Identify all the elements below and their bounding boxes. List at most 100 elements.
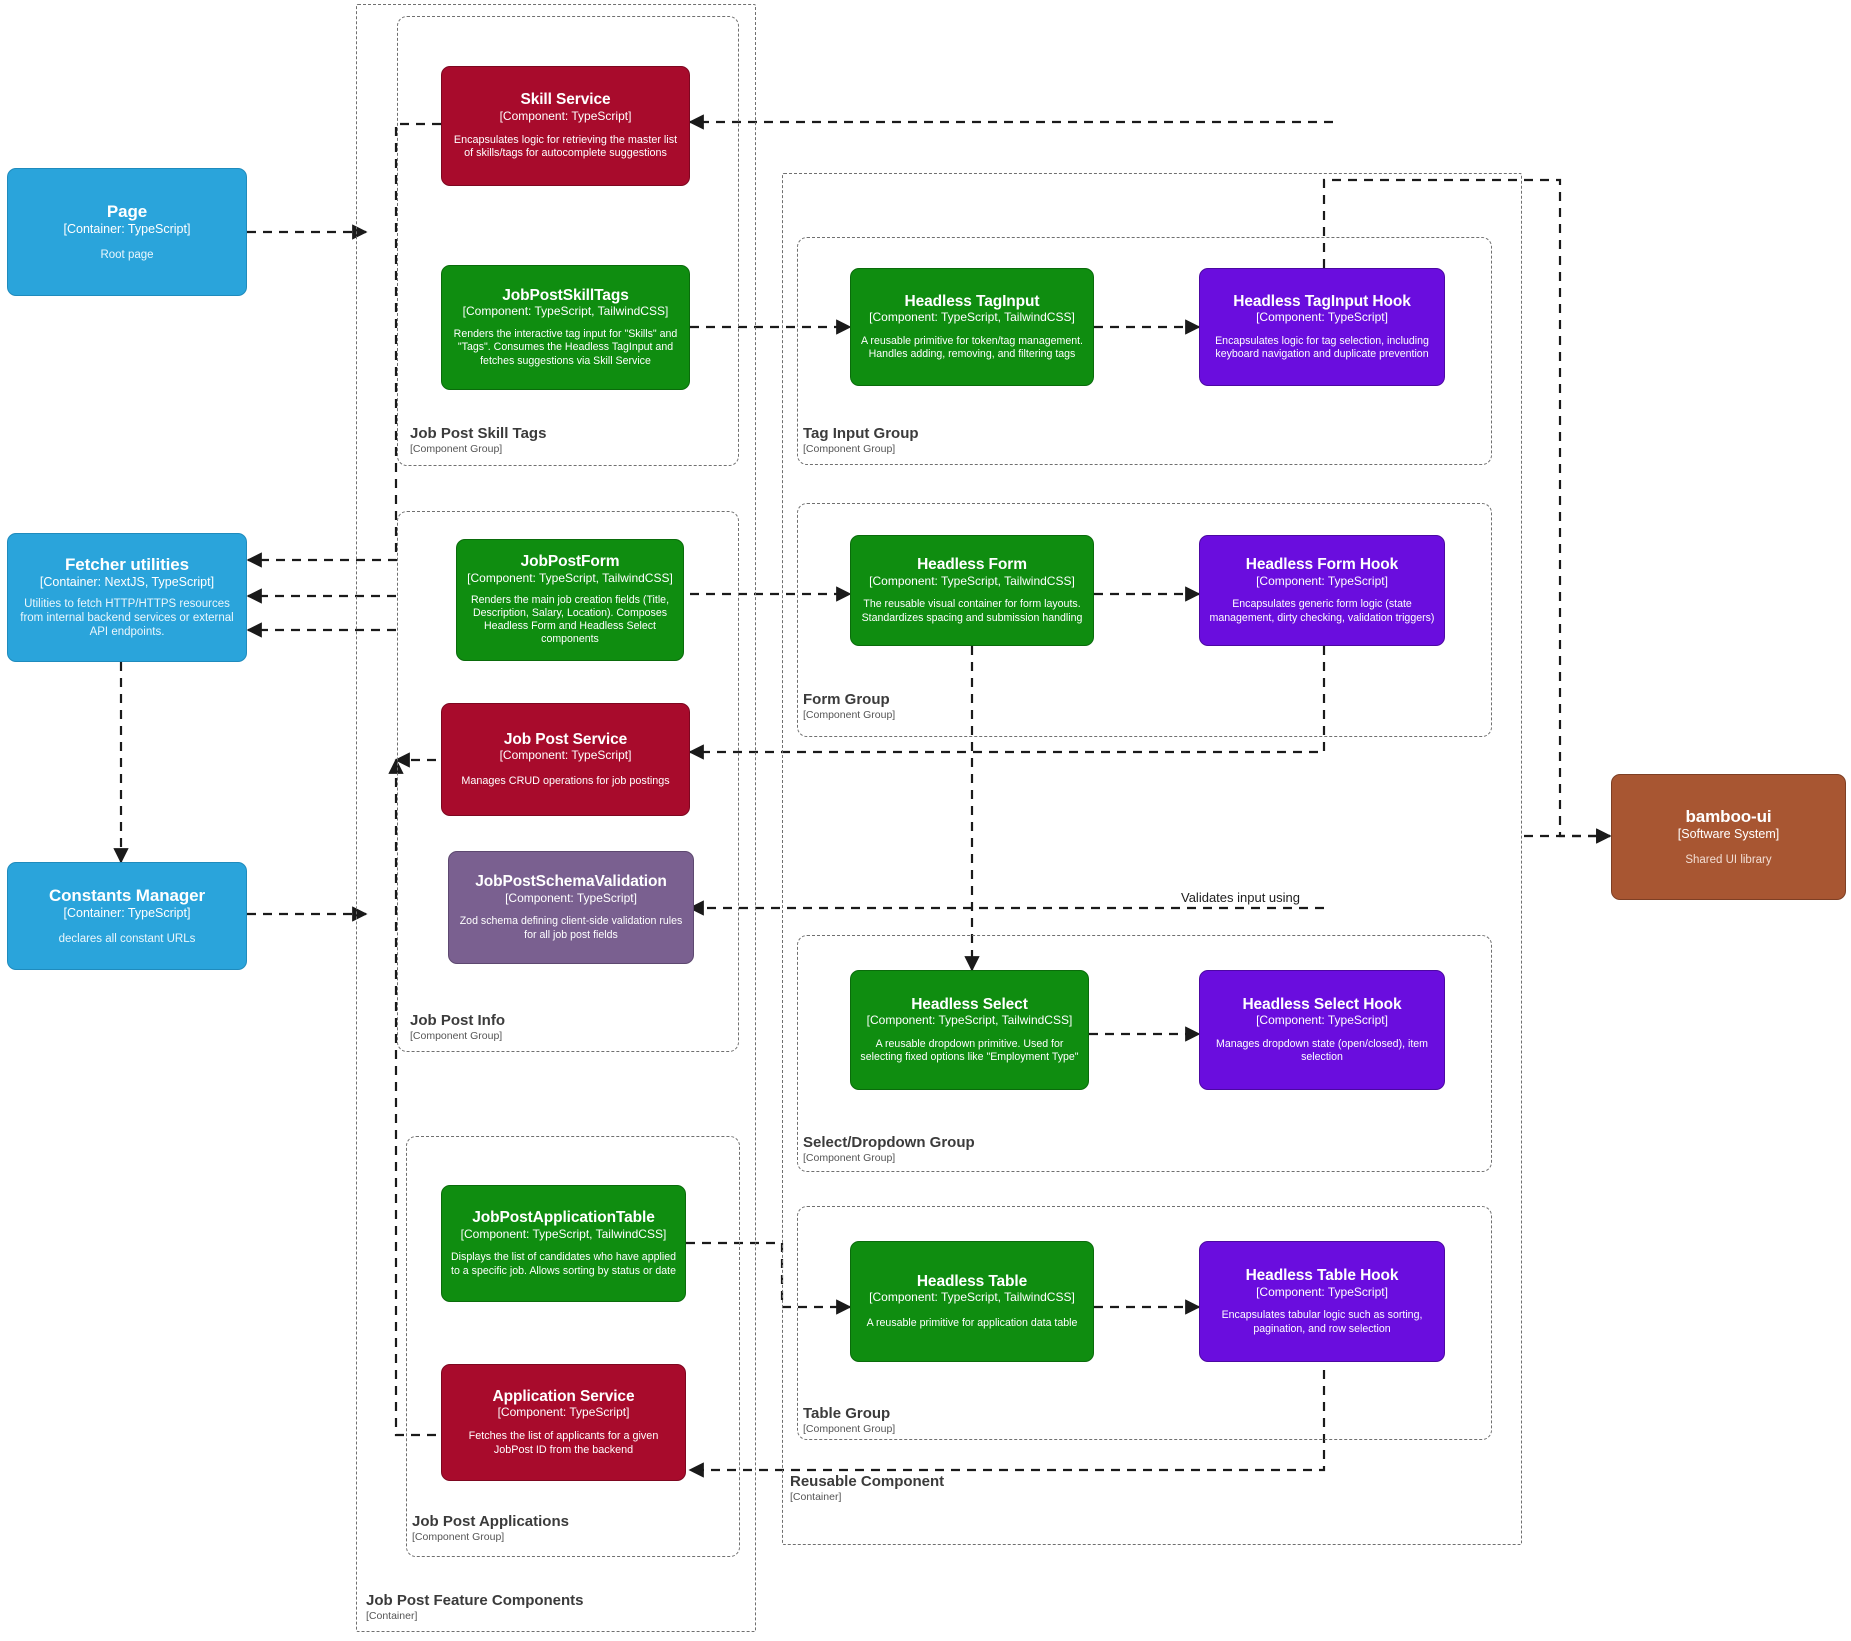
node-title: Headless TagInput Hook [1233, 292, 1411, 310]
node-headless-select[interactable]: Headless Select [Component: TypeScript, … [850, 970, 1089, 1090]
node-tech: [Component: TypeScript] [505, 890, 637, 905]
boundary-type: [Component Group] [410, 1030, 503, 1043]
node-desc: A reusable primitive for application dat… [866, 1316, 1078, 1329]
node-title: Page [106, 201, 148, 221]
boundary-table-group [797, 1206, 1492, 1440]
node-headless-form[interactable]: Headless Form [Component: TypeScript, Ta… [850, 535, 1094, 646]
boundary-name: Job Post Skill Tags [410, 425, 547, 442]
node-headless-taginput[interactable]: Headless TagInput [Component: TypeScript… [850, 268, 1094, 386]
boundary-type: [Component Group] [803, 1152, 896, 1165]
node-headless-table-hook[interactable]: Headless Table Hook [Component: TypeScri… [1199, 1241, 1445, 1362]
node-desc: Encapsulates tabular logic such as sorti… [1221, 1309, 1423, 1335]
node-title: Fetcher utilities [65, 555, 189, 575]
node-desc: Displays the list of candidates who have… [451, 1251, 676, 1277]
node-desc: Zod schema defining client-side validati… [459, 915, 683, 941]
node-skill-service[interactable]: Skill Service [Component: TypeScript] En… [441, 66, 690, 186]
boundary-label-table-group: Table Group [Component Group] [803, 1405, 895, 1436]
node-tech: [Container: NextJS, TypeScript] [39, 575, 215, 590]
node-desc: Utilities to fetch HTTP/HTTPS resources … [20, 597, 234, 639]
node-desc: The reusable visual container for form l… [861, 598, 1083, 624]
node-job-post-application-table[interactable]: JobPostApplicationTable [Component: Type… [441, 1185, 686, 1302]
boundary-label-job-post-feature-components: Job Post Feature Components [Container] [366, 1592, 584, 1623]
boundary-label-select-dropdown-group: Select/Dropdown Group [Component Group] [803, 1134, 975, 1165]
node-tech: [Component: TypeScript, TailwindCSS] [462, 304, 669, 319]
boundary-form-group [797, 503, 1492, 737]
node-job-post-form[interactable]: JobPostForm [Component: TypeScript, Tail… [456, 539, 684, 661]
node-tech: [Component: TypeScript] [497, 1405, 630, 1420]
boundary-label-job-post-applications: Job Post Applications [Component Group] [412, 1513, 569, 1544]
node-headless-taginput-hook[interactable]: Headless TagInput Hook [Component: TypeS… [1199, 268, 1445, 386]
node-desc: Manages dropdown state (open/closed), it… [1216, 1037, 1428, 1064]
boundary-name: Table Group [803, 1405, 891, 1422]
node-page[interactable]: Page [Container: TypeScript] Root page [7, 168, 247, 296]
node-job-post-schema-validation[interactable]: JobPostSchemaValidation [Component: Type… [448, 851, 694, 964]
boundary-label-job-post-skill-tags: Job Post Skill Tags [Component Group] [410, 425, 546, 456]
node-tech: [Component: TypeScript, TailwindCSS] [869, 573, 1075, 588]
node-desc: Root page [100, 249, 154, 262]
node-title: JobPostSkillTags [502, 287, 629, 305]
node-tech: [Software System] [1677, 826, 1780, 841]
node-bamboo-ui[interactable]: bamboo-ui [Software System] Shared UI li… [1611, 774, 1846, 900]
boundary-type: [Component Group] [803, 443, 896, 456]
boundary-label-job-post-info: Job Post Info [Component Group] [410, 1012, 505, 1043]
boundary-name: Job Post Applications [412, 1513, 569, 1530]
node-desc: Renders the main job creation fields (Ti… [470, 593, 670, 646]
node-tech: [Component: TypeScript, TailwindCSS] [869, 310, 1075, 325]
node-tech: [Component: TypeScript] [1256, 310, 1388, 325]
node-headless-select-hook[interactable]: Headless Select Hook [Component: TypeScr… [1199, 970, 1445, 1090]
node-desc: A reusable primitive for token/tag manag… [861, 334, 1083, 361]
node-title: Application Service [492, 1387, 635, 1405]
node-desc: A reusable dropdown primitive. Used for … [860, 1037, 1079, 1064]
edge-label-validates-input-using: Validates input using [1178, 890, 1304, 905]
node-title: JobPostApplicationTable [472, 1209, 655, 1227]
boundary-label-tag-input-group: Tag Input Group [Component Group] [803, 425, 919, 456]
boundary-type: [Component Group] [803, 709, 896, 722]
node-title: Job Post Service [503, 730, 628, 748]
boundary-label-reusable-component: Reusable Component [Container] [790, 1473, 944, 1504]
node-tech: [Component: TypeScript] [1256, 1284, 1388, 1299]
boundary-tag-input-group [797, 237, 1492, 465]
node-title: Headless Select Hook [1242, 995, 1402, 1013]
node-headless-table[interactable]: Headless Table [Component: TypeScript, T… [850, 1241, 1094, 1362]
boundary-type: [Component Group] [803, 1423, 896, 1436]
node-tech: [Component: TypeScript] [1256, 573, 1388, 588]
node-title: Headless Form [917, 556, 1027, 574]
node-title: JobPostSchemaValidation [475, 873, 667, 891]
node-title: Headless Select [911, 995, 1028, 1013]
boundary-name: Job Post Info [410, 1012, 505, 1029]
node-desc: declares all constant URLs [58, 933, 196, 946]
node-tech: [Container: TypeScript] [63, 221, 191, 236]
node-constants-manager[interactable]: Constants Manager [Container: TypeScript… [7, 862, 247, 970]
node-tech: [Component: TypeScript] [499, 748, 632, 763]
node-tech: [Component: TypeScript, TailwindCSS] [869, 1290, 1075, 1305]
boundary-name: Job Post Feature Components [366, 1592, 584, 1609]
node-job-post-service[interactable]: Job Post Service [Component: TypeScript]… [441, 703, 690, 816]
node-fetcher-utilities[interactable]: Fetcher utilities [Container: NextJS, Ty… [7, 533, 247, 662]
boundary-label-form-group: Form Group [Component Group] [803, 691, 895, 722]
node-desc: Renders the interactive tag input for "S… [453, 328, 678, 367]
node-title: Headless TagInput [904, 292, 1040, 310]
node-tech: [Container: TypeScript] [63, 905, 191, 920]
node-title: Constants Manager [48, 885, 206, 905]
node-tech: [Component: TypeScript] [1256, 1013, 1388, 1028]
boundary-name: Select/Dropdown Group [803, 1134, 975, 1151]
node-desc: Encapsulates logic for tag selection, in… [1215, 334, 1429, 361]
boundary-name: Form Group [803, 691, 890, 708]
node-title: Headless Form Hook [1245, 556, 1399, 574]
node-title: Skill Service [520, 91, 611, 109]
boundary-name: Reusable Component [790, 1473, 945, 1490]
boundary-reusable-component [782, 173, 1522, 1545]
node-title: Headless Table Hook [1245, 1267, 1399, 1285]
boundary-type: [Container] [790, 1491, 842, 1504]
node-tech: [Component: TypeScript, TailwindCSS] [460, 1226, 667, 1241]
node-tech: [Component: TypeScript] [499, 108, 632, 123]
node-headless-form-hook[interactable]: Headless Form Hook [Component: TypeScrip… [1199, 535, 1445, 646]
node-application-service[interactable]: Application Service [Component: TypeScri… [441, 1364, 686, 1481]
node-desc: Shared UI library [1685, 854, 1772, 867]
node-title: bamboo-ui [1685, 806, 1772, 826]
boundary-name: Tag Input Group [803, 425, 919, 442]
boundary-select-dropdown-group [797, 935, 1492, 1172]
node-job-post-skill-tags[interactable]: JobPostSkillTags [Component: TypeScript,… [441, 265, 690, 390]
node-title: Headless Table [916, 1272, 1028, 1290]
